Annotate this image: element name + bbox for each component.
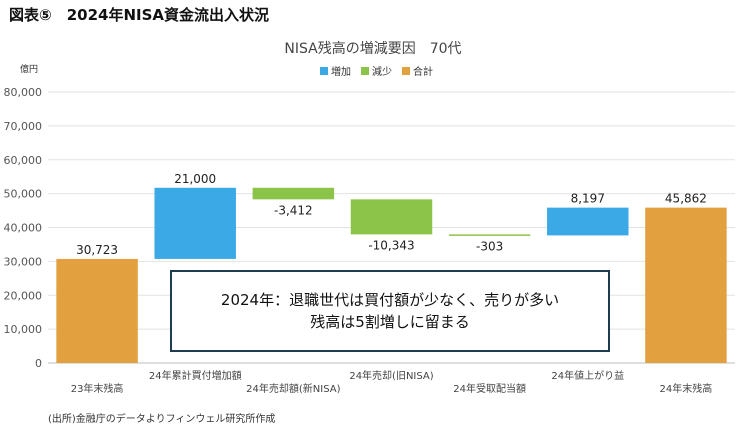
legend-label-increase: 増加 bbox=[331, 67, 351, 78]
x-tick-label: 24年売却額(新NISA) bbox=[246, 382, 340, 395]
legend-swatch-decrease bbox=[361, 66, 369, 75]
x-tick-label: 24年値上がり益 bbox=[551, 369, 624, 382]
source-note: (出所)金融庁のデータよりフィンウェル研究所作成 bbox=[48, 414, 276, 425]
bar-total bbox=[56, 258, 138, 363]
data-label: -3,412 bbox=[274, 203, 313, 217]
legend-swatch-total bbox=[402, 66, 410, 75]
x-tick-label: 23年末残高 bbox=[71, 382, 124, 395]
y-tick-label: 10,000 bbox=[4, 323, 43, 336]
callout-box: 2024年：退職世代は買付額が少なく、売りが多い 残高は5割増しに留まる bbox=[170, 270, 610, 352]
bar-increase bbox=[154, 187, 236, 259]
data-label: -10,343 bbox=[368, 238, 414, 252]
legend-label-decrease: 減少 bbox=[372, 67, 392, 78]
y-tick-label: 50,000 bbox=[4, 188, 43, 201]
figure-title: 図表⑤ 2024年NISA資金流出入状況 bbox=[9, 6, 269, 24]
legend-item-decrease: 減少 bbox=[361, 63, 392, 78]
legend-item-increase: 増加 bbox=[320, 63, 351, 78]
bar-total bbox=[645, 207, 727, 363]
y-tick-label: 70,000 bbox=[4, 120, 43, 133]
x-tick-label: 24年累計買付増加額 bbox=[149, 369, 242, 382]
bar-increase bbox=[547, 207, 629, 236]
y-tick-label: 40,000 bbox=[4, 222, 43, 235]
callout-line-2: 残高は5割増しに留まる bbox=[310, 313, 470, 331]
legend-swatch-increase bbox=[320, 66, 328, 75]
y-axis-unit: 億円 bbox=[20, 65, 39, 75]
legend-item-total: 合計 bbox=[402, 63, 433, 78]
legend: 増加 減少 合計 bbox=[320, 63, 433, 78]
data-label: 21,000 bbox=[174, 172, 216, 186]
x-tick-label: 24年末残高 bbox=[660, 382, 713, 395]
bar-decrease bbox=[350, 199, 433, 235]
data-label: 8,197 bbox=[571, 192, 605, 206]
y-tick-label: 60,000 bbox=[4, 154, 43, 167]
x-tick-label: 24年受取配当額 bbox=[453, 382, 526, 395]
data-label: 30,723 bbox=[76, 243, 118, 257]
y-tick-label: 80,000 bbox=[4, 86, 43, 99]
bar-decrease bbox=[448, 234, 531, 236]
bar-decrease bbox=[252, 187, 335, 200]
y-tick-label: 0 bbox=[35, 357, 42, 370]
data-label: -303 bbox=[476, 239, 503, 253]
callout-line-1: 2024年：退職世代は買付額が少なく、売りが多い bbox=[220, 291, 560, 309]
chart-title: NISA残高の増減要因 70代 bbox=[284, 41, 462, 57]
legend-label-total: 合計 bbox=[413, 67, 433, 78]
x-tick-label: 24年売却(旧NISA) bbox=[349, 369, 433, 382]
data-label: 45,862 bbox=[665, 192, 707, 206]
y-tick-label: 30,000 bbox=[4, 255, 43, 268]
y-tick-label: 20,000 bbox=[4, 289, 43, 302]
